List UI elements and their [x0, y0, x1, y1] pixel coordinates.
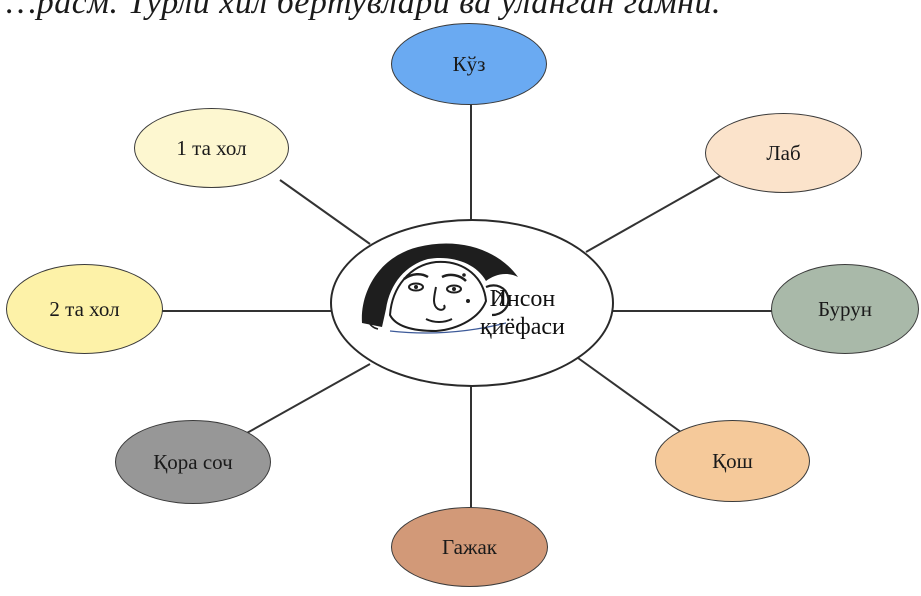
node-burun-label: Бурун — [818, 296, 872, 321]
connector-bir-hol — [279, 179, 371, 245]
node-gajak-label: Гажак — [442, 534, 497, 559]
node-lab-label: Лаб — [766, 140, 801, 165]
node-qora-soch-label: Қора соч — [153, 449, 233, 474]
node-lab: Лаб — [705, 113, 862, 193]
node-qora-soch: Қора соч — [115, 420, 271, 504]
node-bir-hol-label: 1 та хол — [176, 135, 247, 160]
node-bir-hol: 1 та хол — [134, 108, 289, 188]
node-kuz-label: Кўз — [452, 51, 486, 76]
diagram-caption: …расм. Турли хил бертувлари ва уланган г… — [6, 0, 722, 21]
node-ikki-hol: 2 та хол — [6, 264, 163, 354]
center-label-line1: Инсон — [489, 286, 556, 312]
node-kuz: Кўз — [391, 23, 547, 105]
node-burun: Бурун — [771, 264, 919, 354]
connector-qorasoch — [237, 363, 371, 439]
center-label: Инсон қиёфаси — [480, 285, 565, 341]
face-illustration — [361, 243, 518, 334]
connector-qosh — [577, 357, 686, 436]
node-ikki-hol-label: 2 та хол — [49, 296, 120, 321]
node-qosh: Қош — [655, 420, 810, 502]
center-label-line2: қиёфаси — [480, 314, 565, 340]
center-node: Инсон қиёфаси — [330, 219, 614, 387]
node-qosh-label: Қош — [712, 448, 753, 473]
connector-lab — [585, 174, 723, 253]
node-gajak: Гажак — [391, 507, 548, 587]
